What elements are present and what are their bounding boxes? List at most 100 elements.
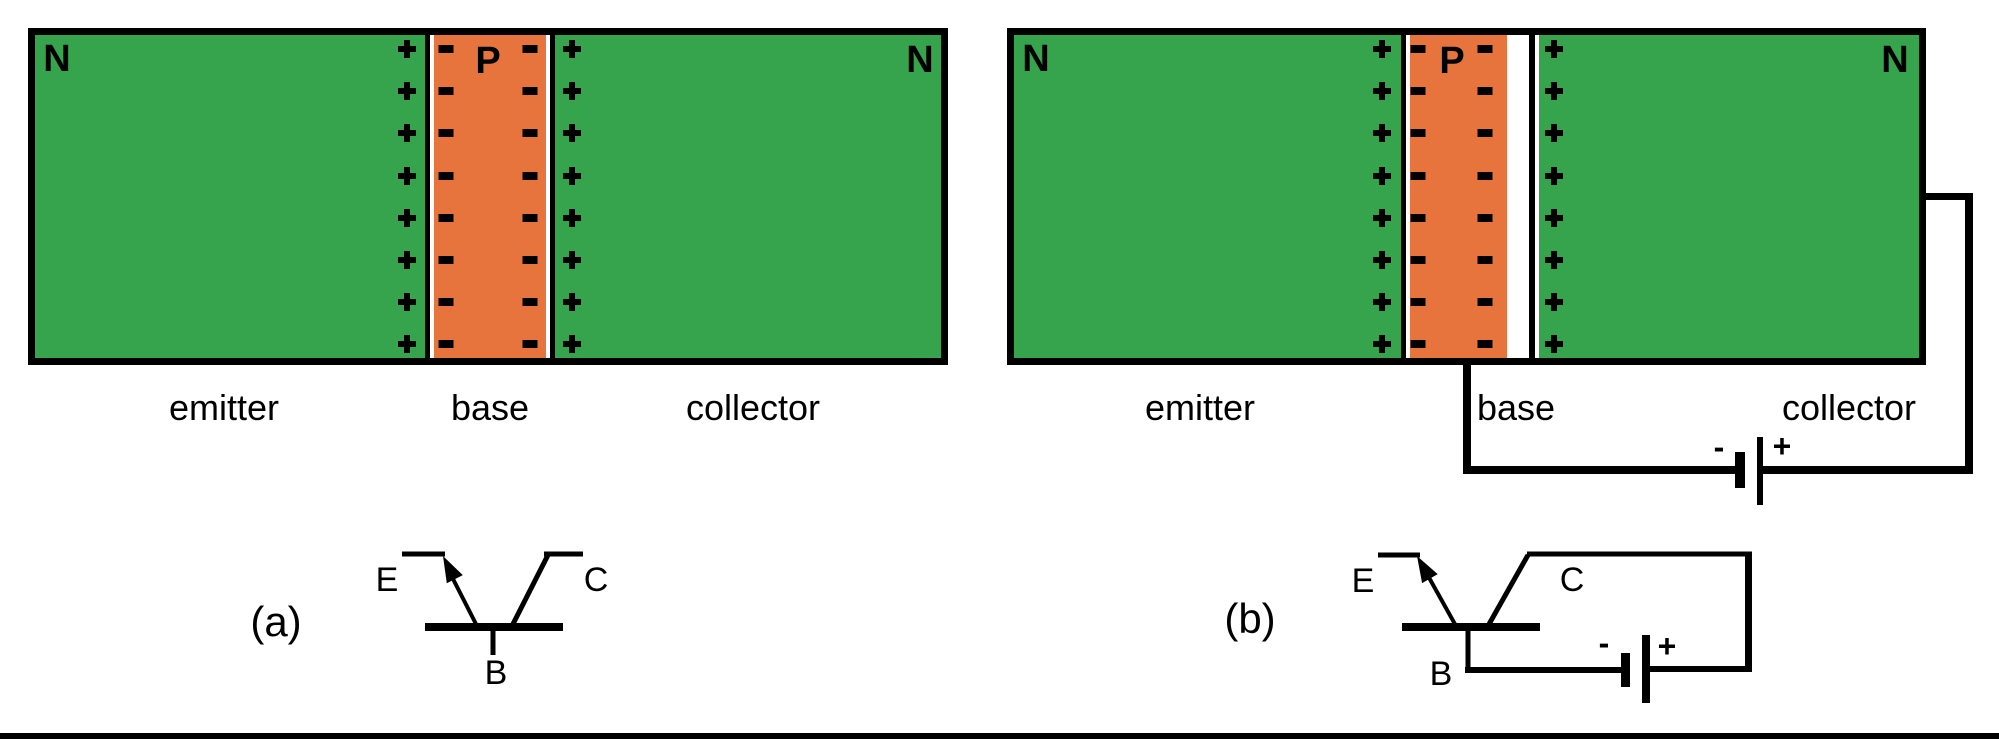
battery-wire-right-b [1763, 466, 1973, 474]
charge-minus-symbol-b [1410, 340, 1426, 348]
terminal-label-base-a: base [450, 387, 530, 428]
charge-minus-symbol-b [1477, 256, 1493, 264]
terminal-label-collector-b: collector [1781, 387, 1917, 428]
charge-minus-symbol-a [438, 172, 454, 180]
charge-plus-symbol-b [1373, 40, 1391, 58]
charge-plus-symbol-b [1545, 167, 1563, 185]
charge-plus-symbol-a [563, 167, 581, 185]
region-label-p-base-b: P [1439, 40, 1465, 82]
base-collector-junction-line-b [1529, 35, 1535, 358]
charge-minus-symbol-b [1410, 172, 1426, 180]
collector-wire-stub-b [1926, 193, 1973, 200]
charge-plus-symbol-a [563, 335, 581, 353]
charge-minus-symbol-a [438, 129, 454, 137]
schematic-battery-plus-label: + [1657, 628, 1677, 664]
figure-caption-b: (b) [1224, 595, 1276, 642]
figure-caption-a: (a) [250, 598, 302, 645]
base-p-region-b [1410, 35, 1507, 358]
base-collector-junction-line-a [550, 35, 555, 358]
terminal-label-collector-a: collector [685, 387, 821, 428]
block-battery-minus-label: - [1713, 429, 1725, 465]
charge-minus-symbol-a [438, 45, 454, 53]
emitter-base-depletion-gap-a [430, 35, 434, 358]
charge-minus-symbol-a [522, 129, 538, 137]
charge-plus-symbol-b [1373, 82, 1391, 100]
charge-minus-symbol-a [522, 340, 538, 348]
emitter-arrowhead-b [1417, 556, 1438, 584]
charge-plus-symbol-a [398, 40, 416, 58]
charge-minus-symbol-b [1410, 214, 1426, 222]
charge-plus-symbol-a [398, 124, 416, 142]
charge-plus-symbol-b [1373, 335, 1391, 353]
charge-plus-symbol-b [1373, 209, 1391, 227]
charge-minus-symbol-b [1410, 298, 1426, 306]
npn-schematic-symbol-b [1378, 551, 1752, 703]
base-wire-down-b [1463, 365, 1471, 474]
emitter-arrow-shaft-a [449, 574, 479, 627]
region-label-n-collector-b: N [1881, 39, 1909, 81]
charge-minus-symbol-b [1477, 172, 1493, 180]
collector-n-region-a [555, 35, 941, 358]
collector-diagonal-a [509, 553, 551, 628]
terminal-label-emitter-a: emitter [168, 387, 280, 428]
charge-minus-symbol-b [1410, 87, 1426, 95]
charge-minus-symbol-a [522, 45, 538, 53]
charge-plus-symbol-b [1373, 293, 1391, 311]
charge-minus-symbol-b [1477, 45, 1493, 53]
charge-plus-symbol-b [1373, 124, 1391, 142]
charge-minus-symbol-b [1410, 129, 1426, 137]
charge-plus-symbol-a [563, 293, 581, 311]
battery-wire-left-b [1463, 466, 1735, 474]
page-bottom-rule [0, 733, 1999, 739]
charge-plus-symbol-a [563, 40, 581, 58]
charge-minus-symbol-a [522, 87, 538, 95]
region-label-n-emitter-a: N [43, 38, 71, 80]
charge-minus-symbol-b [1410, 256, 1426, 264]
charge-minus-symbol-a [438, 256, 454, 264]
terminal-label-emitter-b: emitter [1144, 387, 1256, 428]
base-collector-depletion-gap-a [546, 35, 550, 358]
collector-side-depletion-gap-b [1535, 35, 1539, 358]
charge-minus-symbol-b [1477, 129, 1493, 137]
charge-minus-symbol-a [522, 172, 538, 180]
charge-plus-symbol-b [1373, 251, 1391, 269]
base-collector-widened-depletion-b [1507, 35, 1529, 358]
collector-diagonal-b [1485, 553, 1531, 628]
battery-negative-plate-b [1735, 452, 1745, 488]
emitter-arrowhead-a [443, 556, 463, 584]
charge-plus-symbol-a [563, 209, 581, 227]
schematic-battery-positive-plate-b [1642, 635, 1650, 703]
schematic-label-e-a: E [375, 561, 399, 599]
region-label-p-base-a: P [475, 40, 501, 82]
charge-minus-symbol-b [1477, 340, 1493, 348]
charge-plus-symbol-a [398, 251, 416, 269]
schematic-label-c-b: C [1559, 561, 1585, 599]
block-battery-plus-label: + [1772, 428, 1792, 464]
charge-minus-symbol-b [1477, 214, 1493, 222]
collector-n-region-b [1539, 35, 1919, 358]
emitter-n-region-a [35, 35, 425, 358]
region-label-n-collector-a: N [906, 39, 934, 81]
base-p-region-a [434, 35, 546, 358]
schematic-label-b-a: B [484, 654, 508, 692]
charge-plus-symbol-b [1373, 167, 1391, 185]
schematic-label-c-a: C [583, 561, 609, 599]
battery-positive-plate-b [1757, 437, 1763, 505]
charge-minus-symbol-a [522, 298, 538, 306]
charge-plus-symbol-a [563, 251, 581, 269]
region-label-n-emitter-b: N [1022, 38, 1050, 80]
charge-plus-symbol-a [398, 82, 416, 100]
charge-minus-symbol-a [522, 214, 538, 222]
terminal-label-base-b: base [1476, 387, 1556, 428]
charge-minus-symbol-b [1410, 45, 1426, 53]
charge-plus-symbol-b [1545, 251, 1563, 269]
charge-minus-symbol-a [438, 298, 454, 306]
collector-wire-vertical-b [1965, 193, 1973, 474]
charge-minus-symbol-b [1477, 87, 1493, 95]
emitter-base-depletion-gap-b [1406, 35, 1410, 358]
charge-plus-symbol-a [563, 124, 581, 142]
charge-plus-symbol-b [1545, 293, 1563, 311]
charge-plus-symbol-a [398, 335, 416, 353]
charge-minus-symbol-a [438, 214, 454, 222]
